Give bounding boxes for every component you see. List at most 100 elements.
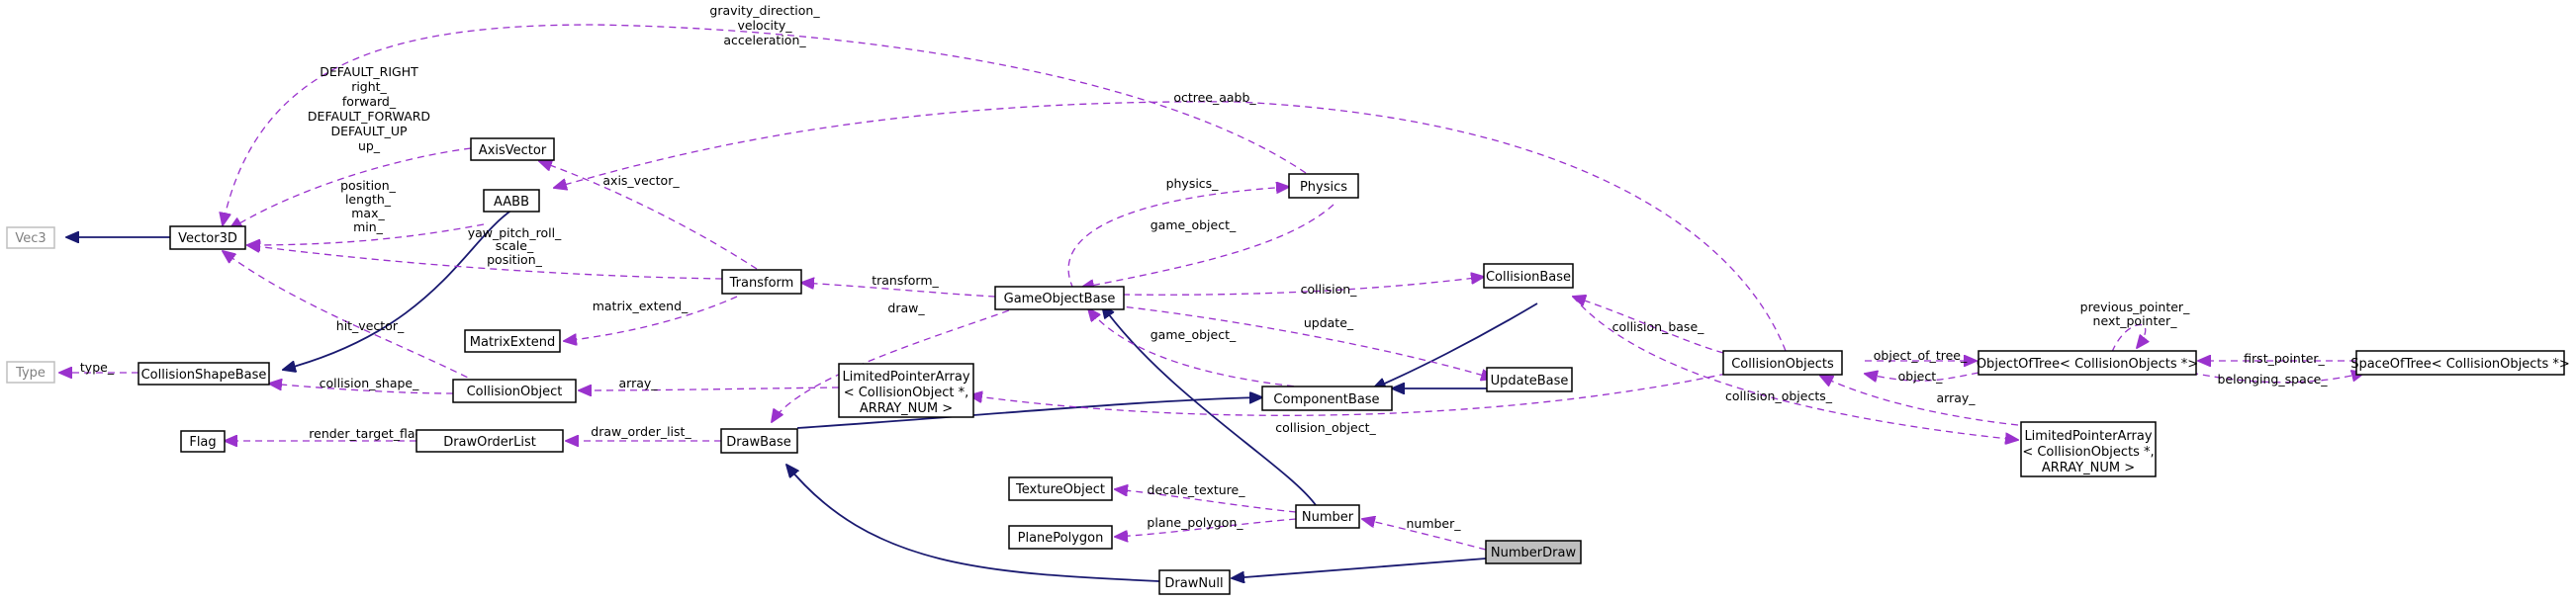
svg-text:Number: Number (1302, 510, 1354, 525)
label-collision-base: collision_base_ (1612, 319, 1705, 334)
svg-text:LimitedPointerArray: LimitedPointerArray (842, 370, 969, 385)
node-axis-vector[interactable]: AxisVector (470, 137, 555, 161)
label-min: min_ (353, 219, 384, 234)
svg-text:UpdateBase: UpdateBase (1491, 374, 1569, 388)
label-max: max_ (351, 206, 385, 220)
edges (59, 24, 2364, 581)
svg-text:Type: Type (15, 366, 46, 381)
nodes: Vec3 Vector3D Type CollisionShapeBase Fl… (6, 137, 2570, 595)
label-render-target-flag: render_target_flag_ (309, 426, 429, 441)
edge-component-to-game-object (1088, 308, 1307, 388)
edge-aabb-to-collision-shape-base (283, 209, 513, 370)
node-matrix-extend[interactable]: MatrixExtend (464, 329, 561, 353)
svg-text:ARRAY_NUM >: ARRAY_NUM > (860, 401, 953, 416)
svg-text:Flag: Flag (189, 435, 216, 450)
node-flag[interactable]: Flag (180, 430, 226, 453)
svg-text:< CollisionObject *,: < CollisionObject *, (844, 386, 969, 400)
label-matrix-extend: matrix_extend_ (593, 299, 689, 313)
svg-text:NumberDraw: NumberDraw (1491, 546, 1577, 560)
svg-text:DrawOrderList: DrawOrderList (443, 435, 536, 450)
node-vec3[interactable]: Vec3 (6, 226, 55, 249)
node-collision-objects[interactable]: CollisionObjects (1722, 350, 1843, 376)
edge-physics-to-vector3d (223, 24, 1307, 225)
label-acceleration: acceleration_ (723, 33, 806, 47)
edge-limited-array-to-collision-object (579, 387, 840, 390)
label-collision-object: collision_object_ (1275, 420, 1376, 435)
label-update: update_ (1304, 315, 1354, 330)
svg-text:CollisionBase: CollisionBase (1486, 270, 1571, 285)
edge-collision-objects-to-limited-array (969, 373, 1727, 416)
label-game-object-component: game_object_ (1150, 327, 1237, 342)
edge-object-of-tree-self (2111, 323, 2146, 353)
node-number[interactable]: Number (1295, 504, 1360, 529)
edge-transform-to-matrix-extend (564, 296, 738, 341)
node-object-of-tree[interactable]: ObjectOfTree< CollisionObjects *> (1977, 350, 2198, 376)
label-decale-texture: decale_texture_ (1148, 482, 1246, 497)
svg-text:AABB: AABB (494, 195, 529, 210)
label-object-of-tree: object_of_tree_ (1874, 348, 1968, 363)
node-physics[interactable]: Physics (1288, 173, 1359, 199)
edge-number-draw-to-draw-null (1232, 558, 1487, 578)
node-draw-base[interactable]: DrawBase (720, 428, 798, 454)
node-component-base[interactable]: ComponentBase (1261, 386, 1393, 411)
label-first-pointer: first_pointer_ (2244, 351, 2325, 366)
node-draw-null[interactable]: DrawNull (1158, 569, 1231, 595)
label-right: right_ (351, 79, 387, 94)
node-texture-object[interactable]: TextureObject (1008, 476, 1113, 501)
node-limited-pointer-array-collision-objects[interactable]: LimitedPointerArray < CollisionObjects *… (2020, 421, 2157, 477)
edge-draw-base-inherit-component-base (796, 397, 1262, 429)
node-number-draw[interactable]: NumberDraw (1485, 540, 1582, 564)
label-scale: scale_ (496, 238, 534, 253)
svg-text:Vector3D: Vector3D (178, 231, 237, 246)
svg-text:MatrixExtend: MatrixExtend (470, 335, 555, 350)
label-gravity-direction: gravity_direction_ (709, 3, 820, 18)
edge-number-draw-to-number (1362, 519, 1487, 551)
label-draw: draw_ (887, 301, 925, 315)
node-space-of-tree[interactable]: SpaceOfTree< CollisionObjects *> (2350, 350, 2570, 376)
svg-text:< CollisionObjects *,: < CollisionObjects *, (2022, 445, 2154, 460)
node-aabb[interactable]: AABB (483, 189, 540, 213)
svg-text:CollisionObjects: CollisionObjects (1731, 357, 1834, 372)
label-hit-vector: hit_vector_ (336, 318, 405, 333)
node-plane-polygon[interactable]: PlanePolygon (1008, 525, 1113, 550)
node-limited-pointer-array-collision-object[interactable]: LimitedPointerArray < CollisionObject *,… (838, 363, 974, 418)
label-default-right: DEFAULT_RIGHT (320, 64, 418, 79)
edge-transform-to-vector3d (247, 245, 723, 280)
node-transform[interactable]: Transform (721, 269, 802, 295)
svg-text:AxisVector: AxisVector (479, 143, 547, 158)
label-previous-pointer: previous_pointer_ (2080, 300, 2190, 314)
label-type: type_ (80, 360, 115, 375)
node-type[interactable]: Type (6, 361, 55, 384)
svg-text:Transform: Transform (729, 276, 794, 291)
label-velocity: velocity_ (737, 18, 792, 33)
node-vector3d[interactable]: Vector3D (169, 225, 246, 250)
label-belonging-space: belonging_space_ (2217, 372, 2328, 387)
label-default-up: DEFAULT_UP (330, 124, 408, 138)
edge-game-object-to-physics (1067, 187, 1289, 290)
edge-labels: gravity_direction_ velocity_ acceleratio… (80, 3, 2328, 531)
edge-aabb-to-vector3d (247, 223, 485, 245)
node-collision-base[interactable]: CollisionBase (1483, 263, 1574, 289)
label-transform: transform_ (872, 273, 939, 288)
svg-text:Physics: Physics (1300, 180, 1347, 195)
edge-game-object-to-update-base (1102, 303, 1494, 379)
svg-text:ComponentBase: ComponentBase (1273, 392, 1379, 407)
edge-limited-array-cos-to-collision-objects (1820, 376, 2019, 426)
svg-text:Vec3: Vec3 (15, 231, 46, 246)
label-physics: physics_ (1166, 176, 1220, 191)
edge-transform-to-axis-vector (539, 161, 758, 270)
node-game-object-base[interactable]: GameObjectBase (994, 286, 1125, 310)
label-octree-aabb: octree_aabb_ (1173, 90, 1256, 105)
edge-axis-vector-to-vector3d (230, 147, 472, 229)
edge-collision-base-to-component-base (1373, 302, 1538, 388)
svg-text:DrawNull: DrawNull (1164, 576, 1223, 591)
node-collision-shape-base[interactable]: CollisionShapeBase (138, 362, 270, 386)
label-forward: forward_ (342, 94, 397, 109)
node-collision-object[interactable]: CollisionObject (452, 379, 577, 403)
node-update-base[interactable]: UpdateBase (1486, 367, 1573, 392)
label-yaw-pitch-roll: yaw_pitch_roll_ (468, 225, 562, 240)
edge-physics-to-game-object (1081, 204, 1334, 288)
node-draw-order-list[interactable]: DrawOrderList (415, 429, 564, 453)
edge-collision-objects-to-collision-base (1573, 297, 1724, 354)
